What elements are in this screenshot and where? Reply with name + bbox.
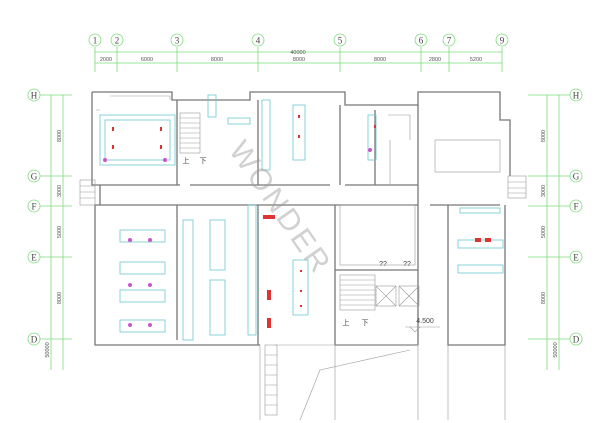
- svg-text:G: G: [31, 172, 38, 182]
- row-dim: 3000: [57, 185, 63, 197]
- unknown-room-label: ??: [403, 261, 411, 268]
- svg-text:2: 2: [115, 36, 120, 46]
- column-axis-lines: [94, 47, 503, 72]
- stair-down-label: 下: [362, 319, 369, 327]
- column-axes: 1 2 3 4 5 6 7 9 40000 2000 6000 8000 800…: [88, 33, 509, 72]
- svg-text:1: 1: [93, 36, 98, 46]
- stair-up-label: 上: [183, 156, 190, 165]
- row-dim: 8000: [541, 130, 547, 142]
- row-axes-right: H G F E D 8000 3000 5000 8000 50000: [528, 88, 583, 370]
- elevators: [375, 285, 420, 307]
- svg-text:6: 6: [419, 36, 424, 46]
- svg-text:5: 5: [338, 36, 343, 46]
- svg-text:G: G: [573, 172, 580, 182]
- elevation-label: 4.500: [416, 318, 434, 325]
- row-dim: 8000: [57, 292, 63, 304]
- watermark: WONDER: [222, 135, 338, 281]
- row-bubble-h-right: H: [569, 88, 583, 102]
- svg-text:D: D: [573, 335, 580, 345]
- row-bubble-f: F: [27, 199, 41, 213]
- annotations: 上 下 上 下 ?? ?? 4.500: [183, 156, 440, 333]
- column-bubble-7: 7: [442, 33, 456, 47]
- row-bubble-e: E: [27, 250, 41, 264]
- row-dim: 5000: [541, 226, 547, 238]
- row-dim: 3000: [541, 185, 547, 197]
- svg-text:7: 7: [447, 36, 452, 46]
- svg-text:9: 9: [500, 36, 505, 46]
- building-walls: [91, 91, 511, 421]
- stairs: [79, 112, 527, 416]
- column-dim: 2000: [100, 57, 112, 63]
- svg-text:3: 3: [175, 36, 180, 46]
- column-bubble-4: 4: [251, 33, 265, 47]
- total-height-dim: 50000: [45, 342, 51, 357]
- column-dim: 2800: [429, 57, 441, 63]
- row-bubble-g-right: G: [569, 169, 583, 183]
- row-bubble-d-right: D: [569, 332, 583, 346]
- row-dim: 8000: [541, 292, 547, 304]
- svg-text:E: E: [573, 253, 579, 263]
- row-bubble-d: D: [27, 332, 41, 346]
- column-dim: 8000: [374, 57, 386, 63]
- svg-text:H: H: [573, 91, 580, 101]
- column-dim: 6000: [141, 57, 153, 63]
- svg-text:4: 4: [256, 36, 261, 46]
- column-dim: 5200: [470, 57, 482, 63]
- column-bubble-5: 5: [333, 33, 347, 47]
- svg-text:H: H: [31, 91, 38, 101]
- svg-text:D: D: [31, 335, 38, 345]
- lab-benches: [99, 94, 504, 341]
- total-width-dim: 40000: [290, 50, 305, 56]
- column-bubble-9: 9: [495, 33, 509, 47]
- elevation-marker: [405, 326, 440, 333]
- stair-up-label: 上: [343, 318, 350, 327]
- row-bubble-f-right: F: [569, 199, 583, 213]
- row-bubble-h: H: [27, 88, 41, 102]
- unknown-room-label: ??: [379, 261, 387, 268]
- svg-text:E: E: [31, 253, 37, 263]
- column-bubble-3: 3: [170, 33, 184, 47]
- column-bubble-1: 1: [88, 33, 102, 47]
- column-bubble-6: 6: [414, 33, 428, 47]
- row-bubble-e-right: E: [569, 250, 583, 264]
- row-dim: 8000: [57, 130, 63, 142]
- row-bubble-g: G: [27, 169, 41, 183]
- svg-text:F: F: [31, 202, 36, 212]
- row-dim: 5000: [57, 226, 63, 238]
- column-dim: 8000: [211, 57, 223, 63]
- stair-down-label: 下: [200, 157, 207, 165]
- column-bubble-2: 2: [110, 33, 124, 47]
- svg-text:F: F: [573, 202, 578, 212]
- row-axes-left: H G F E D 8000 3000 5000 8000 50000: [27, 88, 72, 370]
- column-dim: 8000: [293, 57, 305, 63]
- total-height-dim: 50000: [553, 342, 559, 357]
